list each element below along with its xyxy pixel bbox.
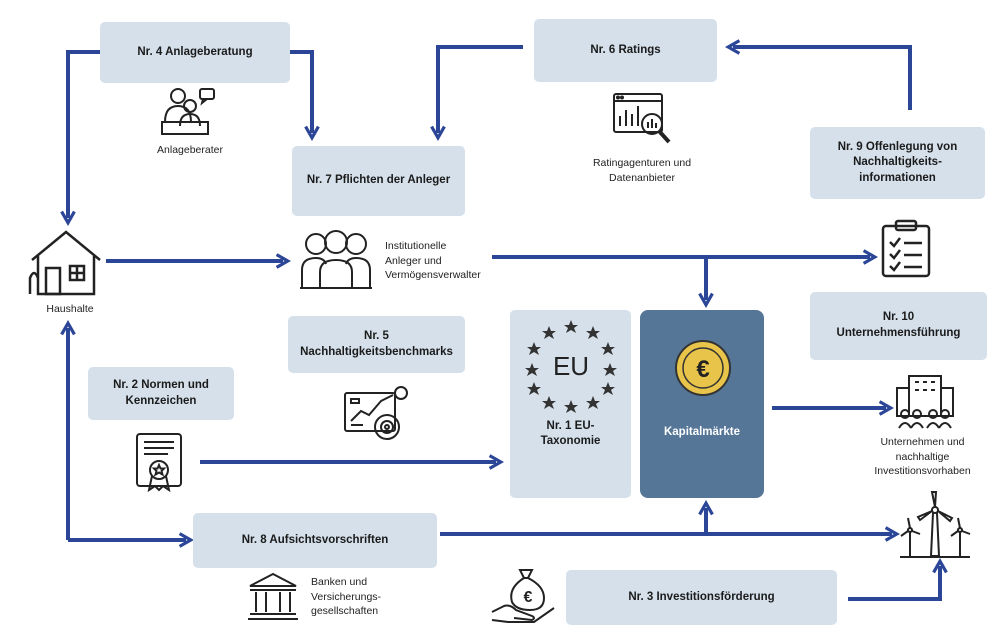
euro-coin-icon: € (675, 340, 731, 396)
eu-flag-icon: EU (525, 320, 617, 413)
svg-text:€: € (524, 589, 533, 606)
checklist-icon (881, 219, 931, 278)
kapitalmaerkte-label: Kapitalmärkte (663, 426, 741, 439)
arrow-offenlegung-to-ratings (724, 39, 912, 110)
money-bag-hand-icon: € (491, 569, 555, 623)
company-building-icon (896, 375, 954, 429)
arrow-investition-to-turbines (848, 557, 948, 601)
box-normen: Nr. 2 Normen und Kennzeichen (88, 367, 234, 420)
label-unternehmen: Unternehmen und nachhaltige Investitions… (874, 436, 971, 478)
label-anlageberater: Anlageberater (157, 144, 223, 156)
investors-group-icon (300, 230, 372, 289)
arrow-beratung-to-haushalte (60, 50, 100, 227)
label-banken: Banken und Versicherungs- gesellschaften (311, 576, 382, 618)
box-anlageberatung: Nr. 4 Anlageberatung (100, 22, 290, 83)
box-pflichten: Nr. 7 Pflichten der Anleger (292, 146, 465, 216)
box-aufsicht: Nr. 8 Aufsichtsvorschriften (193, 513, 437, 568)
box-ratings: Nr. 6 Ratings (534, 19, 717, 82)
box-unternehmensfuehrung: Nr. 10 Unternehmensführung (810, 292, 987, 360)
wind-turbines-icon (900, 491, 971, 558)
box-benchmarks: Nr. 5 Nachhaltigkeitsbenchmarks (288, 316, 465, 373)
certificate-icon (136, 433, 182, 492)
box-offenlegung: Nr. 9 Offenlegung von Nachhaltigkeits- i… (810, 127, 985, 199)
eu-emblem-text: EU (553, 351, 589, 381)
label-ratingagenturen: Ratingagenturen und Datenanbieter (592, 157, 692, 184)
arrow-ratings-to-pflichten (430, 45, 523, 142)
house-icon (28, 230, 101, 296)
svg-text:€: € (696, 356, 709, 383)
benchmark-dashboard-icon (344, 386, 408, 440)
rating-analytics-icon (613, 93, 671, 144)
advisor-icon (161, 88, 215, 135)
box-investition: Nr. 3 Investitionsförderung (566, 570, 837, 625)
bank-icon (248, 572, 298, 620)
label-institutionelle: Institutionelle Anleger und Vermögensver… (385, 240, 481, 282)
arrow-beratung-to-pflichten (290, 50, 320, 142)
label-haushalte: Haushalte (46, 303, 94, 315)
